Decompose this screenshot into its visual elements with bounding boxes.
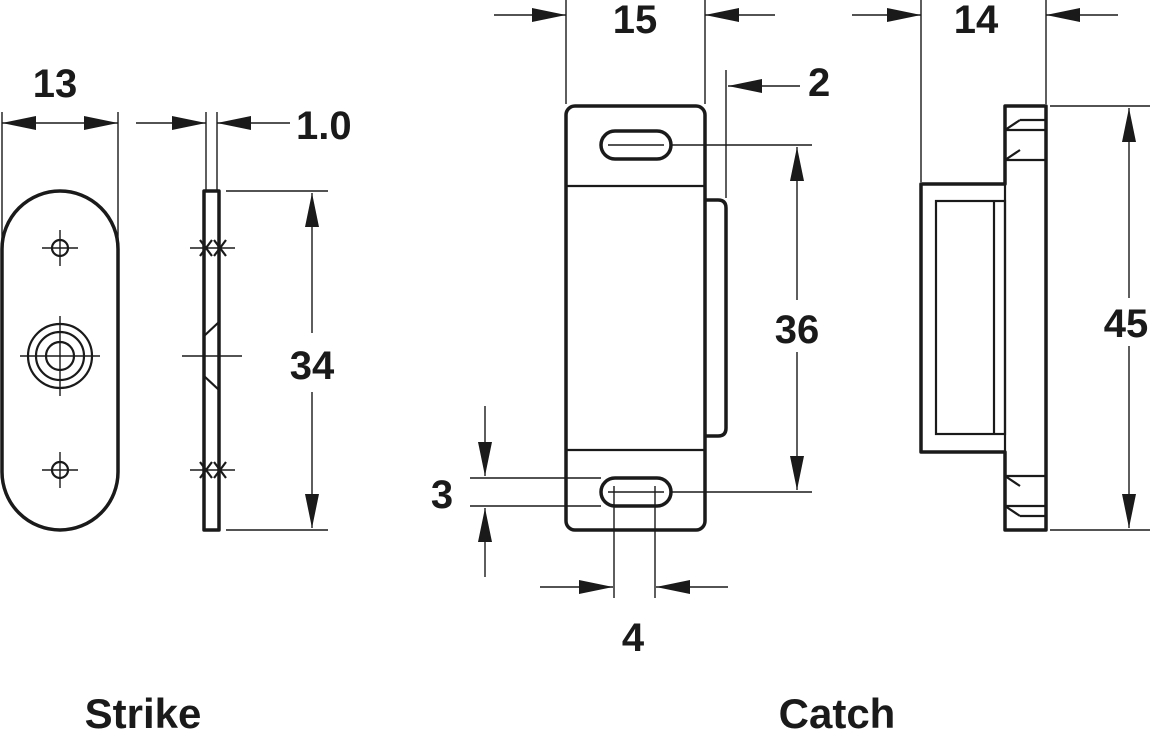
catch-height-label: 45: [1104, 302, 1149, 346]
strike-thickness-dimension: 1.0: [136, 104, 352, 190]
catch-side-view: 14 45: [852, 0, 1150, 532]
strike-width-label: 13: [33, 62, 78, 106]
strike-caption: Strike: [85, 690, 202, 730]
strike-thickness-label: 1.0: [296, 104, 352, 148]
strike-bottom-hole: [42, 452, 78, 488]
catch-slot-width-label: 4: [622, 616, 645, 660]
catch-hole-spacing-label: 36: [775, 308, 820, 352]
catch-magnet-lip: [705, 198, 728, 438]
strike-plate-outline: [0, 189, 120, 532]
strike-height-dimension: 34: [226, 190, 335, 531]
catch-slot-width-dimension: 4: [540, 486, 728, 660]
strike-side-plate: [202, 189, 221, 532]
catch-caption: Catch: [779, 690, 896, 730]
catch-width-label: 15: [613, 0, 658, 42]
catch-slot-height-label: 3: [431, 473, 453, 517]
catch-width-dimension: 15: [494, 0, 775, 104]
catch-front-view: 15 2 36 3 4: [431, 0, 830, 660]
catch-offset-dimension: 2: [725, 61, 830, 198]
strike-height-label: 34: [290, 344, 335, 388]
strike-side-view: 1.0 34: [136, 104, 352, 532]
strike-center-hole: [20, 316, 100, 396]
strike-top-hole: [42, 230, 78, 266]
catch-height-dimension: 45: [1050, 105, 1150, 531]
catch-hole-spacing-dimension: 36: [671, 144, 820, 493]
catch-depth-dimension: 14: [852, 0, 1118, 182]
catch-slot-height-dimension: 3: [431, 406, 601, 577]
catch-offset-label: 2: [808, 61, 830, 105]
strike-width-dimension: 13: [1, 62, 119, 250]
catch-side-outline: [919, 104, 1048, 532]
strike-front-view: 13: [0, 62, 120, 532]
catch-depth-label: 14: [954, 0, 999, 42]
catch-magnet-recess: [934, 199, 1007, 436]
catch-body-outline: [564, 104, 707, 532]
